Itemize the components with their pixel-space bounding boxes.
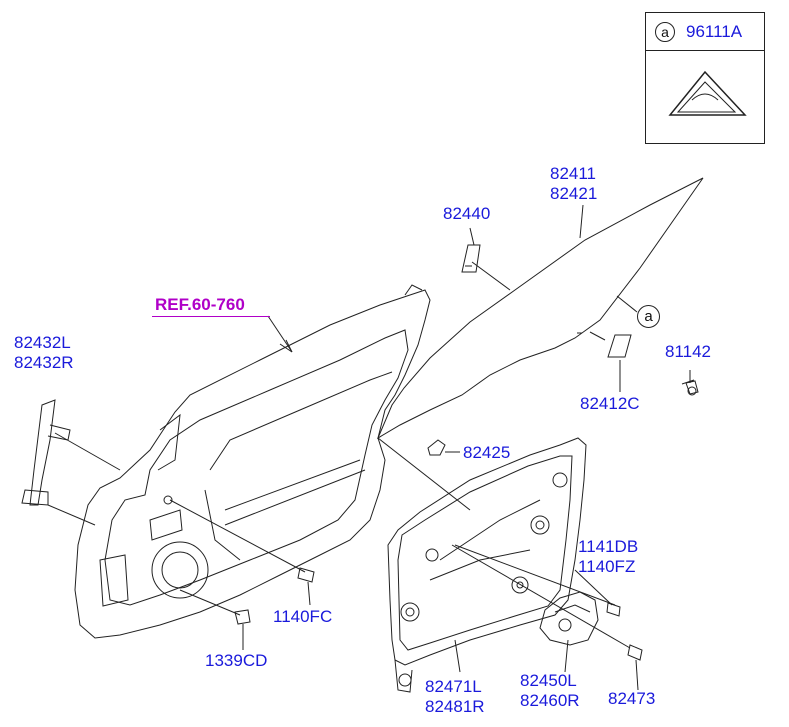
label-1140fc: 1140FC (273, 607, 333, 626)
label-82450l: 82450L (520, 671, 577, 690)
label-82432l: 82432L (14, 333, 71, 352)
reference-underline (152, 316, 270, 317)
bolt-1140fc (297, 567, 315, 583)
bolt-82473 (627, 644, 643, 661)
label-82471l: 82471L (425, 677, 482, 696)
label-82432r: 82432R (14, 353, 74, 372)
bolt-1140fz (606, 602, 621, 617)
label-82473: 82473 (608, 689, 656, 708)
warning-triangle (668, 70, 747, 116)
label-81142: 81142 (665, 342, 712, 361)
door-inner-panel (74, 289, 431, 639)
door-glass (376, 177, 704, 440)
inset-box: a 96111A (645, 12, 765, 144)
inset-part-code: 96111A (686, 22, 743, 41)
label-1339cd: 1339CD (205, 651, 268, 670)
run-channel (29, 399, 56, 506)
inset-callout-letter: a (655, 22, 675, 42)
label-82411: 82411 (550, 164, 597, 183)
bolt-81142 (681, 379, 699, 395)
label-82425: 82425 (463, 443, 511, 462)
callout-a: a (637, 305, 660, 328)
label-82412c: 82412C (580, 394, 640, 413)
clip-82425 (427, 439, 446, 456)
inset-divider (646, 50, 764, 51)
label-1140fz: 1140FZ (578, 557, 636, 576)
label-82481r: 82481R (425, 697, 485, 716)
reference-label: REF.60-760 (155, 295, 245, 314)
glass-channel (607, 334, 632, 358)
label-1141db: 1141DB (578, 537, 639, 556)
nut-1339cd (234, 609, 251, 625)
glass-guide (461, 244, 481, 273)
label-82421: 82421 (550, 184, 598, 203)
label-82460r: 82460R (520, 691, 580, 710)
door-module-panel (387, 437, 587, 666)
label-82440: 82440 (443, 204, 491, 223)
regulator-motor (539, 591, 599, 646)
